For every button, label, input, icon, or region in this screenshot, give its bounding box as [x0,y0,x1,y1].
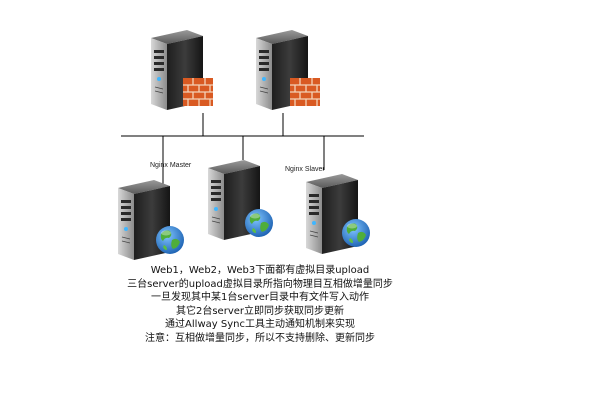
globe-icon [342,219,370,247]
network-lines [121,113,364,188]
web1-server [117,180,184,260]
description-line: 其它2台server立即同步获取同步更新 [175,305,345,317]
globe-icon [156,226,184,254]
globe-icon [245,209,273,237]
web3-server [305,174,370,254]
firewall-brick-icon [290,78,320,106]
description-line: 注意：互相做增量同步，所以不支持删除、更新同步 [145,332,375,344]
nginx-slaver-server [255,30,320,110]
firewall-brick-icon [183,78,213,106]
description-line: 一旦发现其中某1台server目录中有文件写入动作 [150,292,370,303]
description-line: 通过Allway Sync工具主动通知机制来实现 [165,319,355,330]
web2-server [207,160,273,240]
description-block: Web1，Web2，Web3下面都有虚拟目录upload 三台server的up… [90,264,430,345]
description-line: 三台server的upload虚拟目录所指向物理目互相做增量同步 [127,278,393,290]
description-line: Web1，Web2，Web3下面都有虚拟目录upload [150,265,370,276]
nginx-slaver-label: Nginx Slaver [285,166,325,173]
nginx-master-server [150,30,213,110]
nginx-master-label: Nginx Master [150,162,192,169]
